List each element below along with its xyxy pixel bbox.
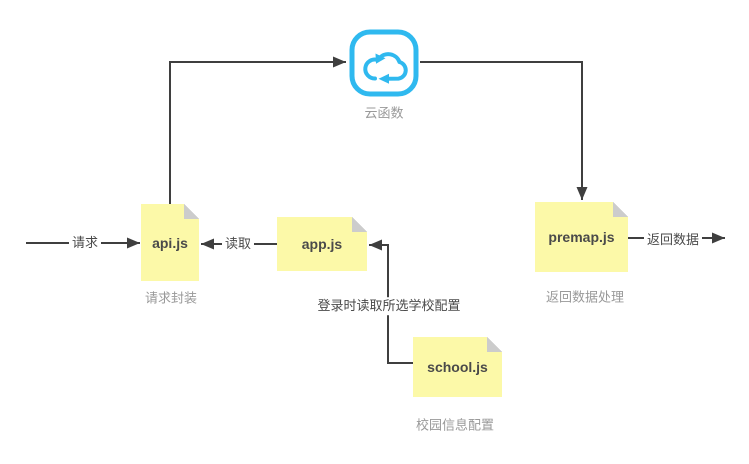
node-api-js-label: api.js (152, 234, 188, 251)
node-app-js[interactable]: app.js (277, 217, 367, 271)
edge-cloud-to-premap-arrow (420, 61, 588, 200)
node-school-js-label: school.js (427, 359, 488, 375)
node-api-js[interactable]: api.js (141, 204, 199, 281)
edge-label-request: 请求 (68, 234, 102, 252)
node-premap-js-label: premap.js (548, 229, 615, 245)
folded-corner-icon (184, 204, 199, 219)
node-cloud-function[interactable] (348, 28, 420, 98)
school-js-caption: 校园信息配置 (415, 417, 495, 433)
edge-api-to-cloud-arrow (169, 56, 346, 205)
cloud-function-caption: 云函数 (364, 105, 404, 121)
node-school-js[interactable]: school.js (413, 337, 502, 397)
premap-js-caption: 返回数据处理 (545, 289, 625, 305)
edge-label-login-read: 登录时读取所选学校配置 (314, 297, 464, 315)
folded-corner-icon (613, 202, 628, 217)
folded-corner-icon (352, 217, 367, 232)
edge-label-return-data: 返回数据 (643, 231, 703, 249)
api-js-caption: 请求封装 (144, 290, 198, 306)
node-premap-js[interactable]: premap.js (535, 202, 628, 272)
edge-label-read: 读取 (221, 235, 255, 253)
folded-corner-icon (487, 337, 502, 352)
node-app-js-label: app.js (301, 236, 343, 252)
cloud-function-icon (349, 29, 419, 97)
